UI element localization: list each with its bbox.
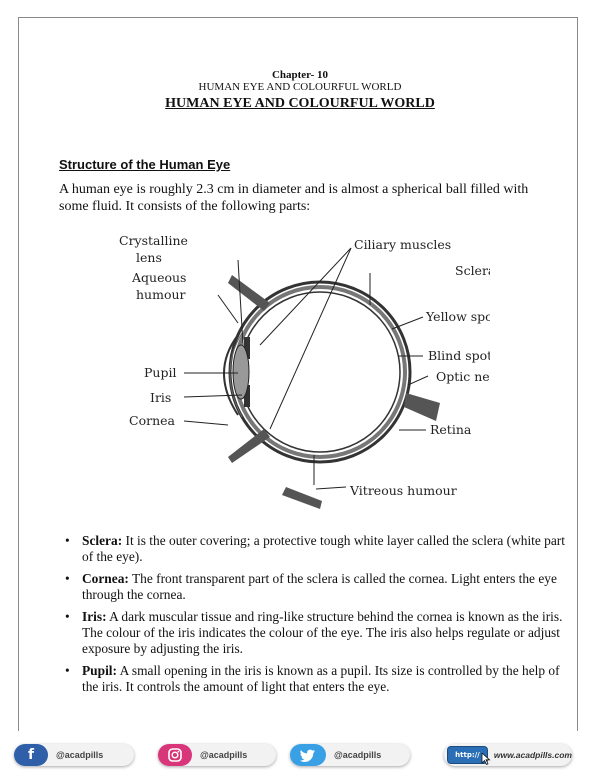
list-item: •Iris: A dark muscular tissue and ring-l… xyxy=(65,609,563,656)
chapter-number: Chapter- 10 xyxy=(271,69,329,81)
ciliary-band-bottom xyxy=(228,429,270,463)
eye-diagram: Crystalline lens Aqueous humour Ciliary … xyxy=(119,233,490,509)
term-cornea: Cornea: xyxy=(82,571,129,586)
globe-icon: http:// xyxy=(447,746,491,765)
choroid-layer xyxy=(233,285,407,459)
list-item: •Sclera: It is the outer covering; a pro… xyxy=(65,533,565,564)
desc-cornea: The front transparent part of the sclera… xyxy=(82,571,557,602)
instagram-link[interactable]: @acadpills xyxy=(158,742,276,768)
desc-pupil: A small opening in the iris is known as … xyxy=(82,663,560,694)
term-iris: Iris: xyxy=(82,609,107,624)
label-pupil: Pupil xyxy=(144,365,176,380)
desc-iris: A dark muscular tissue and ring-like str… xyxy=(82,609,563,656)
crystalline-lens xyxy=(232,344,250,400)
label-lens: lens xyxy=(136,250,162,265)
cursor-icon xyxy=(481,753,491,765)
instagram-handle: @acadpills xyxy=(200,750,248,760)
website-link[interactable]: http:// www.acadpills.com xyxy=(444,742,572,768)
chapter-title: HUMAN EYE AND COLOURFUL WORLD xyxy=(165,96,435,111)
ciliary-band-top xyxy=(228,275,270,311)
desc-sclera: It is the outer covering; a protective t… xyxy=(82,533,565,564)
iris-top xyxy=(244,337,250,359)
label-humour: humour xyxy=(136,287,186,302)
label-optic-nerve: Optic nerve xyxy=(436,369,490,384)
section-heading: Structure of the Human Eye xyxy=(59,157,231,172)
twitter-icon xyxy=(290,744,326,766)
facebook-handle: @acadpills xyxy=(56,750,104,760)
label-blind-spot: Blind spot xyxy=(428,348,490,363)
retina-layer xyxy=(239,291,401,453)
label-retina: Retina xyxy=(430,422,472,437)
label-sclera: Sclera xyxy=(455,263,490,278)
optic-nerve-shape xyxy=(404,393,440,421)
eye-parts-list: •Sclera: It is the outer covering; a pro… xyxy=(60,533,565,701)
page-border xyxy=(18,17,578,731)
label-crystalline: Crystalline xyxy=(119,233,188,248)
instagram-icon xyxy=(158,744,192,766)
chapter-subtitle: HUMAN EYE AND COLOURFUL WORLD xyxy=(198,81,402,93)
intro-paragraph: A human eye is roughly 2.3 cm in diamete… xyxy=(59,182,529,214)
twitter-link[interactable]: @acadpills xyxy=(290,742,410,768)
facebook-link[interactable]: f @acadpills xyxy=(14,742,134,768)
social-footer: f @acadpills @acadpills @acadpills http:… xyxy=(0,742,600,772)
label-ciliary: Ciliary muscles xyxy=(354,237,451,252)
iris-bottom xyxy=(244,385,250,407)
label-vitreous: Vitreous humour xyxy=(349,483,457,498)
term-sclera: Sclera: xyxy=(82,533,123,548)
twitter-handle: @acadpills xyxy=(334,750,382,760)
list-item: •Pupil: A small opening in the iris is k… xyxy=(65,663,560,694)
term-pupil: Pupil: xyxy=(82,663,117,678)
label-iris: Iris xyxy=(150,390,171,405)
muscle-band-bottom xyxy=(282,487,322,509)
label-cornea: Cornea xyxy=(129,413,176,428)
label-yellow-spot: Yellow spot xyxy=(425,309,490,324)
label-aqueous: Aqueous xyxy=(131,270,186,285)
list-item: •Cornea: The front transparent part of t… xyxy=(65,571,557,602)
facebook-icon: f xyxy=(14,744,48,766)
website-url: www.acadpills.com xyxy=(493,750,572,760)
